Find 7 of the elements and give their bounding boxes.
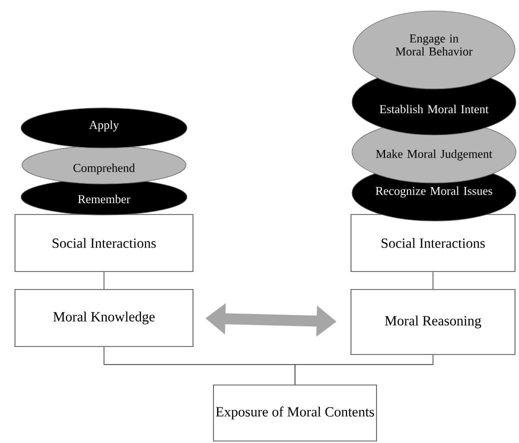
text-box: Social Interactions (350, 214, 516, 272)
text-box: Exposure of Moral Contents (213, 384, 377, 442)
connector-line (294, 354, 434, 385)
text-box: Moral Reasoning (350, 289, 516, 355)
text-box: Moral Knowledge (14, 289, 194, 347)
connector-line (432, 272, 434, 290)
text-box: Social Interactions (14, 214, 194, 272)
